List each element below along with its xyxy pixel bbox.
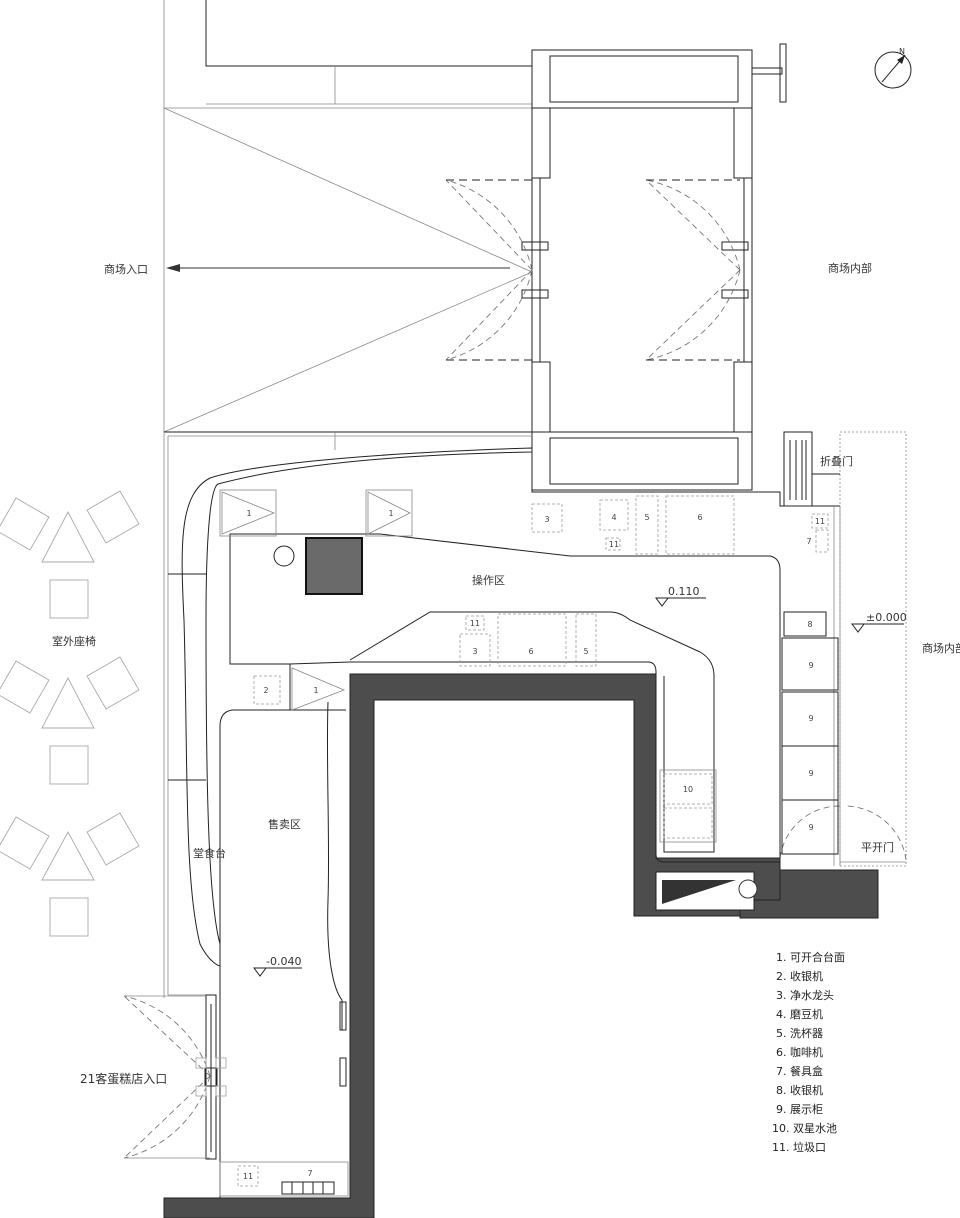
elevation-mall-value: ±0.000	[866, 611, 907, 624]
operation-area-label: 操作区	[472, 573, 505, 587]
elevation-sales	[253, 967, 302, 977]
main-counter	[229, 533, 781, 863]
legend-item-4: 4. 磨豆机	[776, 1007, 823, 1021]
marker-9b: 9	[808, 714, 813, 723]
legend-item-8: 8. 收银机	[776, 1083, 823, 1097]
marker-9a: 9	[808, 661, 813, 670]
operation-island	[349, 611, 715, 853]
outdoor-seating	[0, 490, 140, 937]
marker-9c: 9	[808, 769, 813, 778]
marker-11a: 11	[609, 540, 619, 549]
legend-item-5: 5. 洗杯器	[776, 1026, 823, 1040]
entrance-arrow	[166, 264, 510, 272]
mall-entrance-label: 商场入口	[104, 262, 148, 276]
marker-6a: 6	[697, 513, 702, 522]
marker-5a: 5	[644, 513, 649, 522]
marker-4: 4	[611, 513, 616, 522]
marker-3b: 3	[472, 647, 477, 656]
sales-area-label: 售卖区	[268, 817, 301, 831]
marker-9d: 9	[808, 823, 813, 832]
elevation-operation	[655, 597, 706, 607]
marker-11b: 11	[470, 619, 480, 628]
marker-3a: 3	[544, 515, 549, 524]
legend: 1. 可开合台面 2. 收银机 3. 净水龙头 4. 磨豆机 5. 洗杯器 6.…	[772, 950, 845, 1154]
swing-door-label: 平开门	[861, 840, 894, 854]
mall-interior-right-label: 商场内部	[922, 641, 960, 655]
shop-entrance-label: 21客蛋糕店入口	[80, 1071, 167, 1086]
legend-item-3: 3. 净水龙头	[776, 988, 834, 1002]
elevation-sales-value: -0.040	[266, 955, 301, 968]
folding-door-label: 折叠门	[820, 454, 853, 468]
marker-1a: 1	[246, 509, 251, 518]
right-side-walls	[779, 431, 907, 867]
marker-2: 2	[263, 686, 268, 695]
legend-item-10: 10. 双星水池	[772, 1122, 837, 1135]
elevation-operation-value: 0.110	[668, 585, 700, 598]
marker-1c: 1	[313, 686, 318, 695]
legend-item-2: 2. 收银机	[776, 969, 823, 983]
dining-ledge	[181, 447, 533, 967]
legend-item-6: 6. 咖啡机	[776, 1045, 823, 1059]
sales-counter	[219, 664, 351, 1199]
legend-item-7: 7. 餐具盒	[776, 1064, 823, 1078]
inner-wall-l	[163, 673, 781, 1218]
marker-10: 10	[683, 785, 693, 794]
vestibule	[445, 43, 787, 491]
marker-7a: 7	[806, 537, 811, 546]
marker-11c: 11	[815, 517, 825, 526]
legend-item-9: 9. 展示柜	[776, 1103, 823, 1116]
north-compass-icon	[874, 51, 912, 89]
marker-5b: 5	[583, 647, 588, 656]
dining-counter-label: 堂食台	[193, 846, 226, 860]
mall-interior-top-label: 商场内部	[828, 261, 872, 275]
marker-6b: 6	[528, 647, 533, 656]
elevation-mall	[851, 623, 904, 633]
marker-8: 8	[807, 620, 812, 629]
marker-1b: 1	[388, 509, 393, 518]
legend-item-11: 11. 垃圾口	[772, 1140, 826, 1154]
marker-7b: 7	[307, 1169, 312, 1178]
north-label: N	[899, 47, 905, 56]
legend-item-1: 1. 可开合台面	[776, 950, 845, 964]
marker-11d: 11	[243, 1172, 253, 1181]
upper-corridor	[163, 0, 533, 433]
fixtures	[195, 489, 839, 1197]
shop-walls	[123, 431, 840, 1160]
outdoor-seating-label: 室外座椅	[52, 634, 96, 648]
